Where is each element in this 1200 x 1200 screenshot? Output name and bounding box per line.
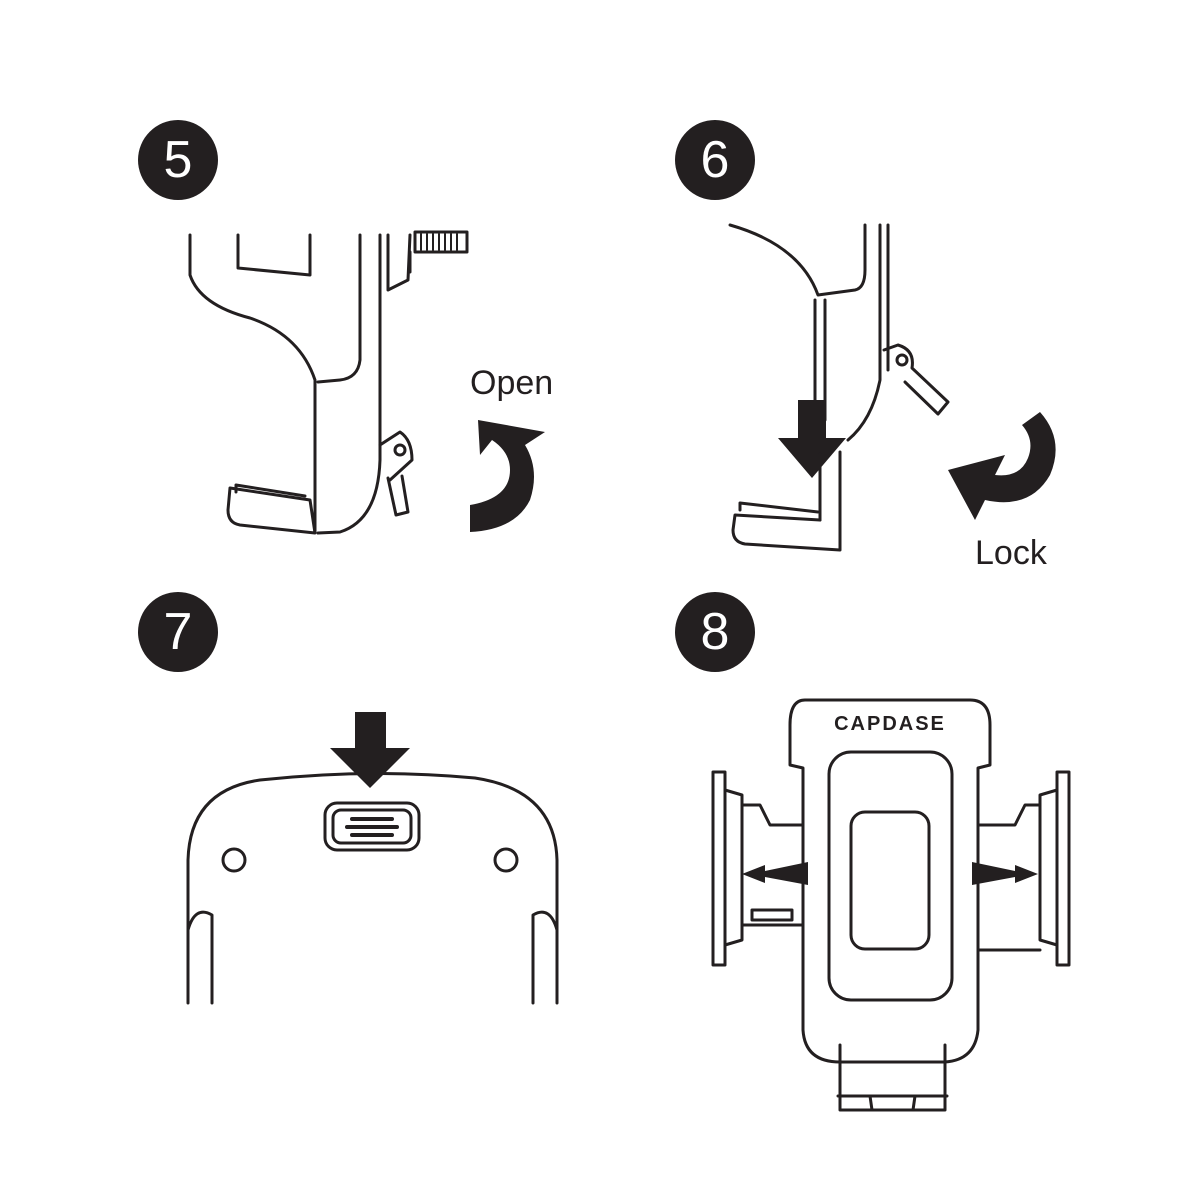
down-arrow-icon [778, 400, 846, 478]
step-6-badge: 6 [675, 120, 755, 200]
step-7-number: 7 [163, 603, 193, 661]
step-8-number: 8 [700, 603, 730, 661]
curved-arrow-lock-icon [948, 412, 1056, 520]
curved-arrow-open-icon [470, 420, 545, 532]
step-5-badge: 5 [138, 120, 218, 200]
step-5-caption: Open [470, 364, 554, 402]
expand-arrows-icon [742, 862, 1038, 885]
step-7-badge: 7 [138, 592, 218, 672]
step-5-number: 5 [163, 131, 193, 189]
step-6-number: 6 [700, 131, 730, 189]
down-arrow-icon [330, 712, 410, 788]
step-8-badge: 8 [675, 592, 755, 672]
step-6-caption: Lock [975, 534, 1047, 572]
brand-logo: CAPDASE [834, 713, 946, 735]
